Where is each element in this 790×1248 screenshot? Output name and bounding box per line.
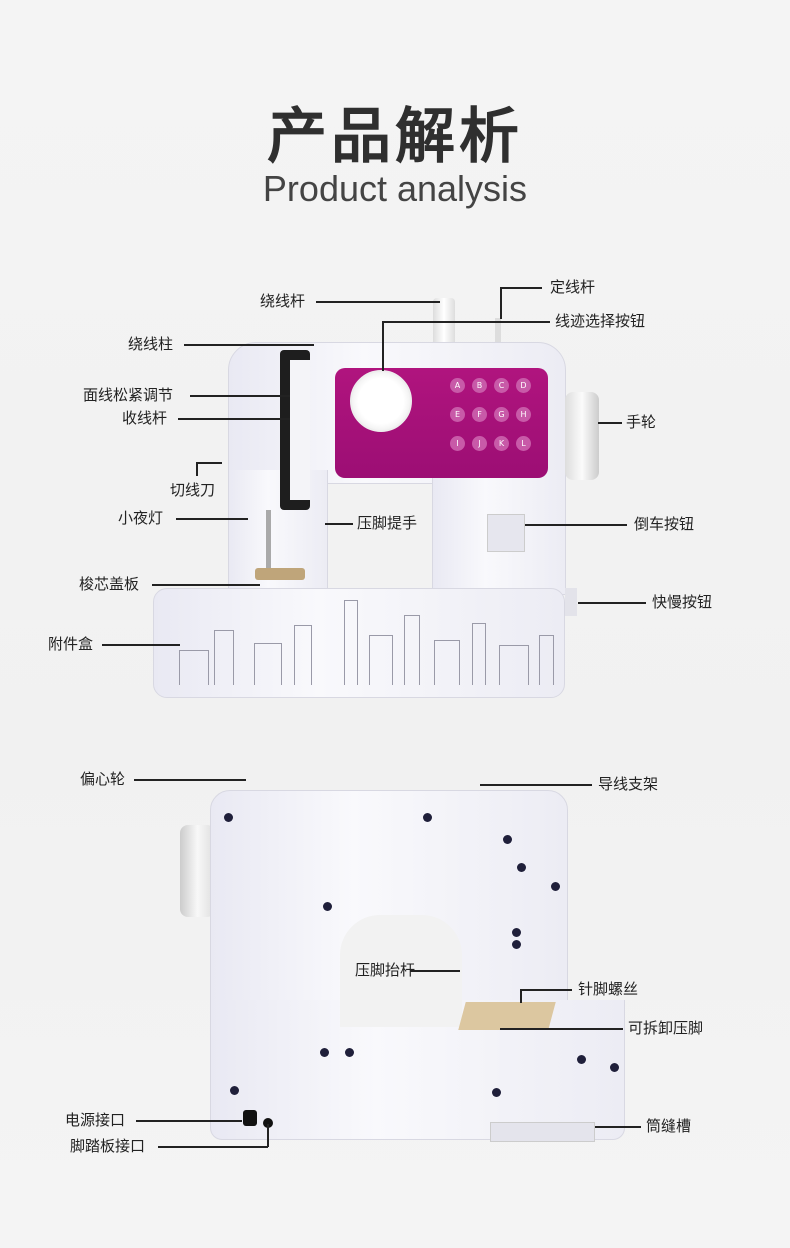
pedal-port[interactable]: [263, 1118, 273, 1128]
label-winder-rod: 绕线杆: [260, 292, 306, 310]
label-eccentric: 偏心轮: [80, 770, 126, 788]
label-free-arm: 筒缝槽: [646, 1117, 692, 1135]
label-accessory-box: 附件盒: [48, 635, 94, 653]
power-port[interactable]: [243, 1110, 257, 1126]
label-night-light: 小夜灯: [118, 509, 164, 527]
label-presser-bar: 压脚抬杆: [355, 961, 416, 979]
label-pedal-port: 脚踏板接口: [70, 1137, 146, 1155]
label-presser-lift: 压脚提手: [357, 514, 418, 532]
thread-pin: [495, 318, 501, 350]
reverse-button[interactable]: [487, 514, 525, 552]
speed-button[interactable]: [565, 588, 577, 616]
stitch-key-i: I: [450, 436, 465, 451]
stitch-key-h: H: [516, 407, 531, 422]
label-thread-guide: 导线支架: [598, 775, 659, 793]
label-removable-foot: 可拆卸压脚: [628, 1019, 704, 1037]
stitch-key-b: B: [472, 378, 487, 393]
free-arm-slot: [490, 1122, 595, 1142]
stitch-key-f: F: [472, 407, 487, 422]
stitch-key-a: A: [450, 378, 465, 393]
label-stitch-select: 线迹选择按钮: [555, 312, 646, 330]
stitch-key-c: C: [494, 378, 509, 393]
handwheel[interactable]: [565, 392, 599, 480]
stitch-key-l: L: [516, 436, 531, 451]
label-tension: 面线松紧调节: [83, 386, 174, 404]
stitch-key-e: E: [450, 407, 465, 422]
label-reverse: 倒车按钮: [634, 515, 695, 533]
presser-foot: [255, 568, 305, 580]
label-cutter: 切线刀: [170, 481, 216, 499]
stitch-key-k: K: [494, 436, 509, 451]
stitch-select-dial[interactable]: [350, 370, 412, 432]
page-subtitle: Product analysis: [262, 168, 528, 209]
label-needle-screw: 针脚螺丝: [578, 980, 639, 998]
stitch-key-j: J: [472, 436, 487, 451]
label-handwheel: 手轮: [626, 413, 657, 431]
label-bobbin-cover: 梭芯盖板: [79, 575, 140, 593]
stitch-key-g: G: [494, 407, 509, 422]
thread-spool: [433, 298, 455, 350]
label-thread-pin: 定线杆: [550, 278, 596, 296]
needle-bar: [266, 510, 271, 570]
label-winder-post: 绕线柱: [128, 335, 174, 353]
stitch-key-d: D: [516, 378, 531, 393]
label-speed: 快慢按钮: [652, 593, 713, 611]
label-power-port: 电源接口: [65, 1111, 126, 1129]
back-handwheel: [180, 825, 215, 917]
fabric: [458, 1002, 556, 1030]
accessory-box[interactable]: [153, 588, 565, 698]
label-take-up: 收线杆: [122, 409, 168, 427]
page-title: 产品解析: [267, 102, 523, 172]
